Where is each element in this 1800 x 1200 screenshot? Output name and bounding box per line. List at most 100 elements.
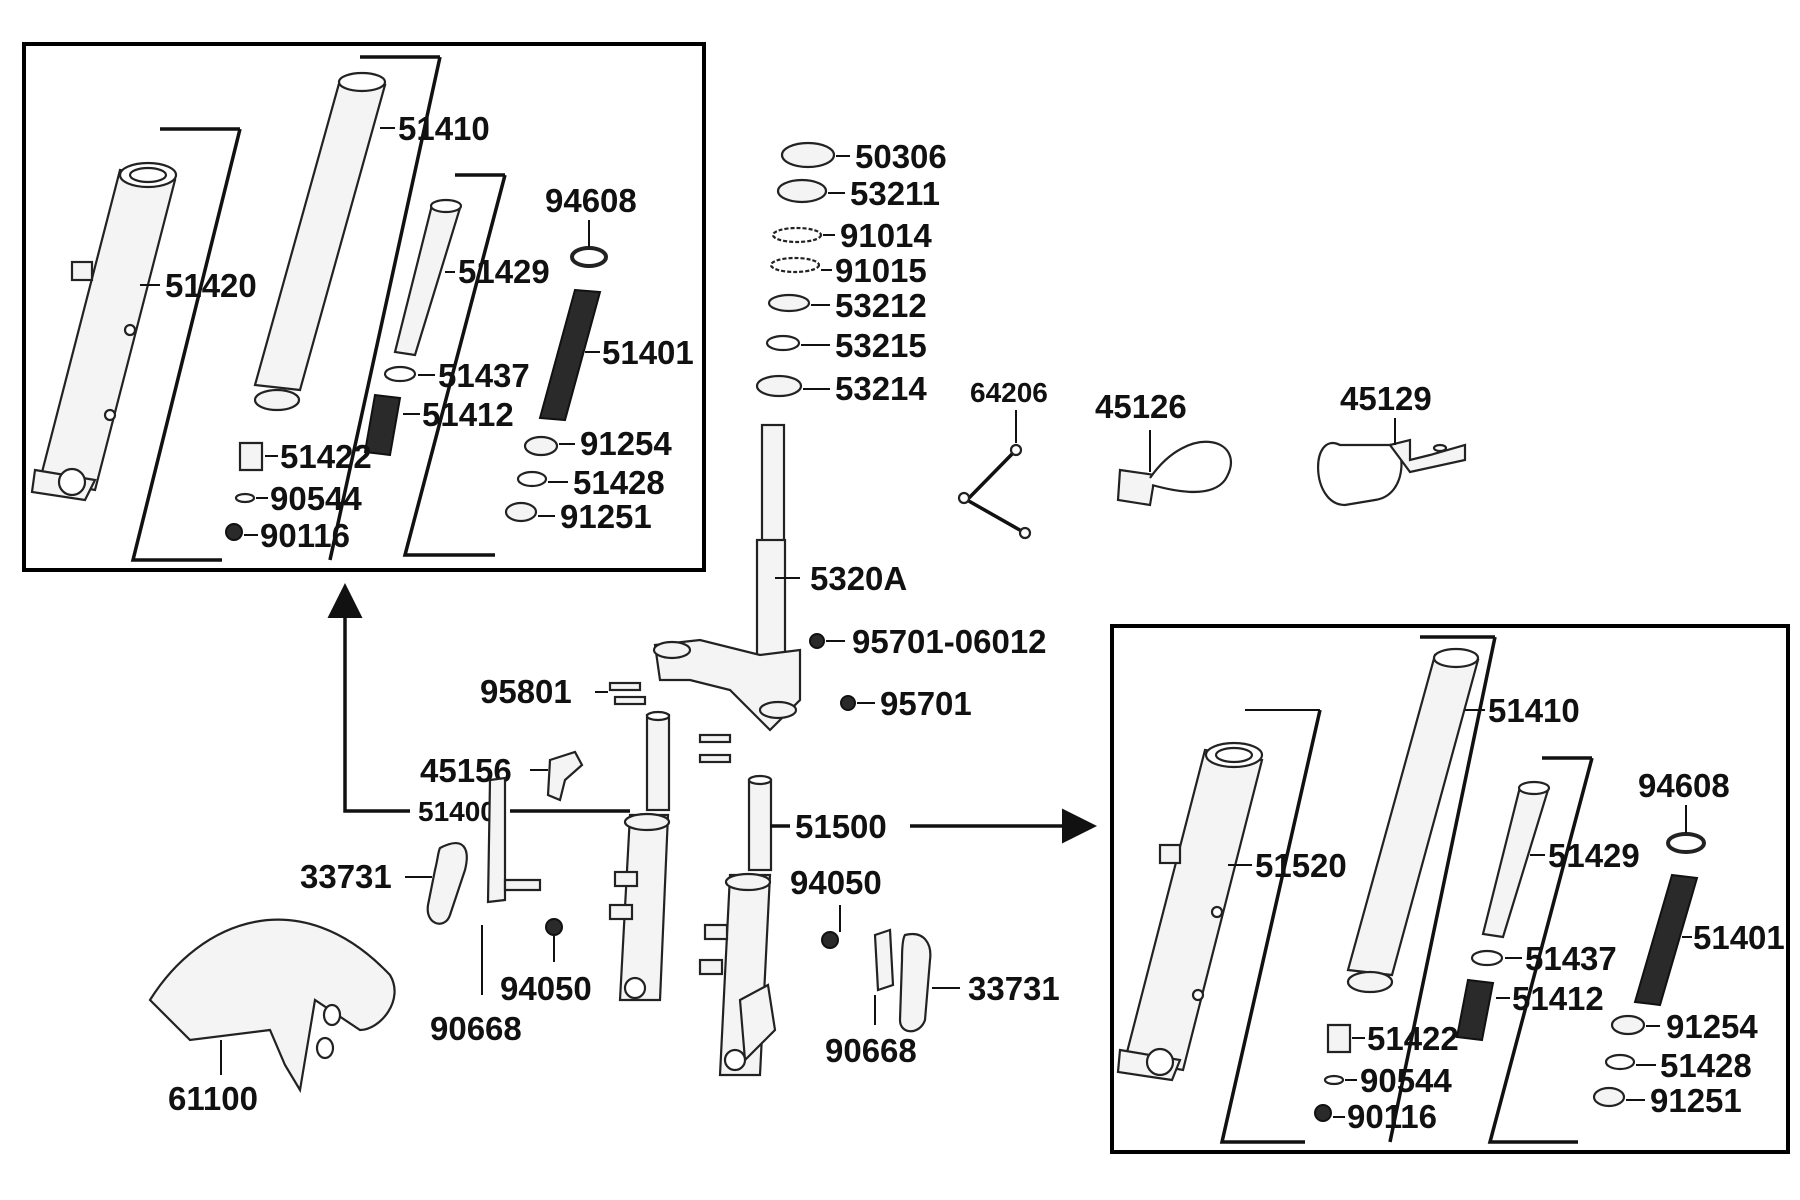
arrow-51400-to-inset-left: [327, 583, 410, 813]
wire-64206-drawing: [957, 443, 1032, 540]
spring-51401-drawing: [538, 288, 602, 422]
clip-51437-right-drawing: [1470, 949, 1504, 967]
inset-right-fork-51500: 51520 51410 51429 94608 51401 51437: [1110, 624, 1790, 1154]
reflector-33731-left-drawing: [426, 842, 468, 925]
nut-50306-drawing: [780, 141, 836, 169]
part-label-91251-left: 91251: [560, 498, 652, 535]
bushing-51422-right-drawing: [1326, 1023, 1352, 1054]
fork-leg-51400-drawing: [608, 710, 671, 1002]
part-label-91015: 91015: [835, 252, 927, 289]
bolts-95801-drawing: [608, 681, 732, 764]
front-fender-61100-drawing: [148, 918, 396, 1094]
part-label-51410: 51410: [398, 110, 490, 147]
part-label-51410-right: 51410: [1488, 692, 1580, 729]
part-label-95801: 95801: [480, 673, 572, 710]
part-label-91014: 91014: [840, 217, 932, 254]
part-label-90116-right: 90116: [1347, 1098, 1437, 1135]
inset-left-bracket-inner: [402, 174, 507, 557]
race-53214-drawing: [755, 374, 803, 398]
fork-slider-51520-drawing: [1116, 741, 1264, 1082]
nut-94050-right-drawing: [821, 931, 839, 949]
bracket-45129-drawing: [1317, 438, 1467, 507]
part-label-91251-right: 91251: [1650, 1082, 1742, 1119]
part-label-51520: 51520: [1255, 847, 1347, 884]
part-label-33731-right: 33731: [968, 970, 1060, 1007]
part-label-51400: 51400: [418, 796, 496, 827]
accessories-group: 64206 45126 45129: [957, 377, 1467, 540]
part-label-53211: 53211: [850, 175, 940, 212]
part-label-45126: 45126: [1095, 388, 1187, 425]
part-label-51401-right: 51401: [1693, 919, 1785, 956]
bearing-91015-drawing: [769, 256, 821, 274]
clip-51437-drawing: [383, 365, 417, 383]
part-label-95701-06012: 95701-06012: [852, 623, 1047, 660]
steering-stem-group: 50306 53211 91014 91015 53212 53215 5321…: [480, 138, 1047, 764]
part-label-50306: 50306: [855, 138, 947, 175]
part-label-51429: 51429: [458, 253, 550, 290]
clip-51428-drawing: [516, 470, 548, 488]
seal-91254-right-drawing: [1610, 1014, 1646, 1036]
washer-90544-right-drawing: [1323, 1074, 1345, 1086]
spring-51401-right-drawing: [1633, 873, 1699, 1007]
part-label-51437-left: 51437: [438, 357, 530, 394]
part-label-61100: 61100: [168, 1080, 258, 1117]
part-label-51420: 51420: [165, 267, 257, 304]
part-label-94050-right: 94050: [790, 864, 882, 901]
inner-tube-51410-right-drawing: [1346, 647, 1480, 994]
part-label-51401-left: 51401: [602, 334, 694, 371]
bracket-90668-left-tab: [503, 878, 542, 892]
part-label-51428-left: 51428: [573, 464, 665, 501]
part-label-51500: 51500: [795, 808, 887, 845]
damper-rod-51429-drawing: [393, 198, 463, 357]
part-label-94608-left: 94608: [545, 182, 637, 219]
fork-slider-51420-drawing: [30, 161, 178, 502]
clip-51428-right-drawing: [1604, 1053, 1636, 1071]
inset-right-bracket-inner: [1487, 757, 1594, 1144]
part-label-53214: 53214: [835, 370, 927, 407]
inset-left-fork-51400: 51420 51410 51429 94608 51401 51437: [22, 42, 706, 572]
seal-53215-drawing: [765, 334, 801, 352]
part-label-51422-left: 51422: [280, 438, 372, 475]
inset-right-bracket-outer: [1219, 709, 1322, 1144]
part-label-64206: 64206: [970, 377, 1048, 408]
part-label-94608-right: 94608: [1638, 767, 1730, 804]
seal-91251-right-drawing: [1592, 1086, 1626, 1108]
inset-right-frame: [1110, 624, 1790, 1154]
main-fork-group: 45156 51400 51500 33731 90668 94050 9405…: [148, 583, 1097, 1117]
part-label-51412-left: 51412: [422, 396, 514, 433]
part-label-51422-right: 51422: [1367, 1020, 1459, 1057]
bolt-90116-drawing: [225, 523, 243, 541]
seal-91251-drawing: [504, 501, 538, 523]
part-label-51429-right: 51429: [1548, 837, 1640, 874]
part-label-90668-right: 90668: [825, 1032, 917, 1069]
part-label-95701: 95701: [880, 685, 972, 722]
part-label-90116-left: 90116: [260, 517, 350, 554]
part-label-51412-right: 51412: [1512, 980, 1604, 1017]
part-label-33731-left: 33731: [300, 858, 392, 895]
part-label-91254-right: 91254: [1666, 1008, 1758, 1045]
bracket-90668-right-drawing: [873, 928, 895, 992]
seal-ring-94608-drawing: [570, 246, 608, 268]
part-label-90544-left: 90544: [270, 480, 362, 517]
steering-stem-5320A-drawing: [652, 423, 802, 732]
part-label-91254-left: 91254: [580, 425, 672, 462]
bolt-90116-right-drawing: [1314, 1104, 1332, 1122]
inset-right-bracket-tube: [1388, 636, 1497, 1143]
seal-ring-94608-right-drawing: [1666, 832, 1706, 854]
bushing-51422-drawing: [238, 441, 264, 472]
part-label-53212: 53212: [835, 287, 927, 324]
part-label-90668-left: 90668: [430, 1010, 522, 1047]
bearing-91014-drawing: [771, 226, 823, 244]
bolt-95701-drawing: [840, 695, 856, 711]
short-spring-51412-right-drawing: [1455, 978, 1495, 1042]
bolt-95701-06012-drawing: [809, 633, 825, 649]
washer-90544-drawing: [234, 492, 256, 504]
reflector-33731-right-drawing: [898, 932, 932, 1033]
damper-rod-51429-right-drawing: [1481, 780, 1551, 939]
nut-94050-left-drawing: [545, 918, 563, 936]
clip-45156-drawing: [546, 750, 584, 802]
short-spring-51412-drawing: [363, 393, 402, 457]
inset-left-bracket-tube: [328, 56, 442, 561]
race-53212-drawing: [767, 293, 811, 313]
